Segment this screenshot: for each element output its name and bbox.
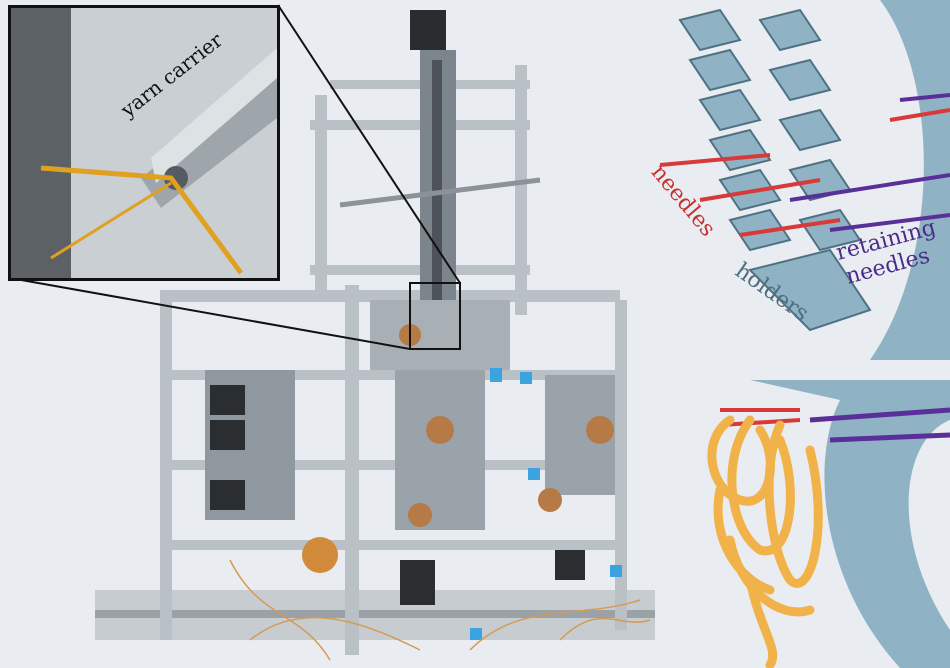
wires — [229, 559, 651, 661]
retaining-needles-render — [789, 93, 950, 232]
zoom-line-top — [277, 4, 461, 284]
yarn-strand — [40, 165, 244, 275]
knit-fabric-render — [640, 380, 950, 668]
zoom-region-box — [409, 282, 461, 350]
zoom-line-bottom — [9, 277, 411, 350]
motor-plates — [205, 300, 615, 605]
yarn-carrier-closeup — [11, 8, 277, 278]
needle-holder-render: needles retaining needles holders — [640, 0, 950, 360]
lead-screw — [432, 60, 442, 310]
blue-clips — [470, 368, 622, 640]
yarn-carrier-inset: yarn carrier — [8, 5, 280, 281]
yarn-loops — [707, 415, 823, 668]
needles-render — [659, 108, 950, 237]
knit-fabric-illustration — [707, 380, 950, 668]
stepper-motor-top — [410, 10, 446, 50]
holder-assembly — [659, 0, 950, 360]
rod — [339, 177, 541, 208]
shelf-rail — [95, 610, 655, 618]
